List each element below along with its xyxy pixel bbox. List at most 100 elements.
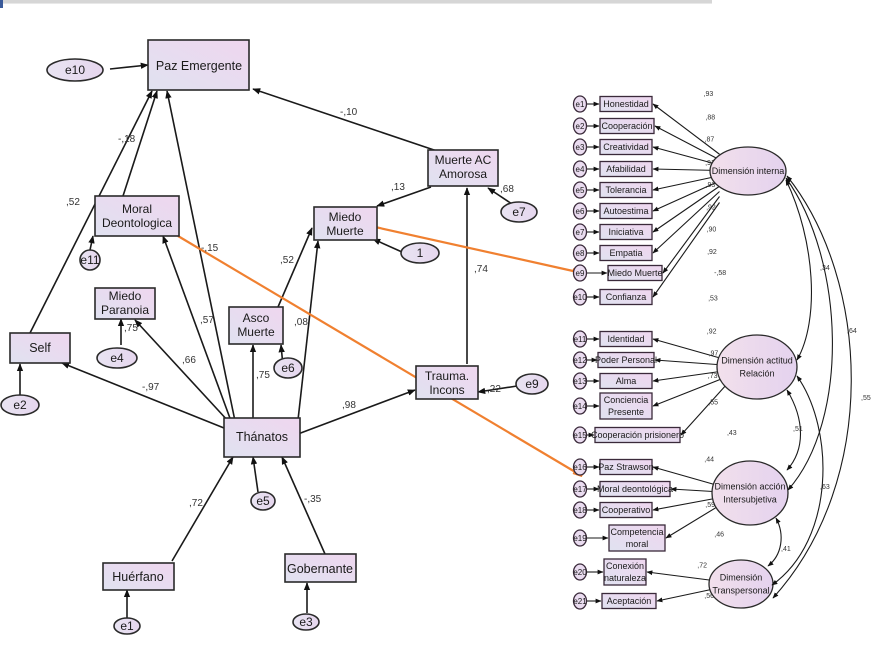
error-e6[interactable]: e6 (273, 357, 303, 379)
indicator-label: Aceptación (607, 596, 652, 606)
loading-edge (654, 357, 728, 366)
indicator-box[interactable]: Cooperativo (599, 501, 653, 519)
indicator-box[interactable]: Moral deontológica (597, 480, 673, 498)
node-muerteac-line2: Amorosa (439, 167, 487, 181)
indicator-label: Afabilidad (606, 164, 646, 174)
error-e11[interactable]: e11 (79, 249, 101, 271)
latent-label: Transpersonal (712, 586, 769, 596)
indicator-error[interactable]: e20 (572, 563, 587, 581)
indicator-error[interactable]: e9 (572, 264, 588, 282)
indicator-box[interactable]: Empatia (599, 244, 653, 262)
error-e1[interactable]: e1 (113, 617, 141, 635)
indicator-box[interactable]: Confianza (599, 288, 653, 306)
indicator-box[interactable]: Cooperación prisionero (591, 426, 684, 444)
latent-label: Dimensión acción (714, 482, 785, 492)
node-thanatos[interactable]: Thánatos (223, 417, 301, 458)
node-self[interactable]: Self (9, 332, 71, 364)
indicator-error[interactable]: e1 (572, 95, 588, 113)
error-e5[interactable]: e5 (250, 491, 276, 511)
indicator-box[interactable]: Identidad (599, 330, 653, 348)
indicator-label: Autoestima (603, 206, 648, 216)
indicator-label: Conexión (606, 561, 644, 571)
indicator-error[interactable]: e7 (572, 223, 588, 241)
loading-edge (654, 125, 720, 161)
covariance-value: ,63 (820, 484, 830, 491)
covariance-value: ,41 (781, 546, 791, 553)
indicator-error[interactable]: e12 (572, 351, 587, 369)
loading-edge (652, 496, 722, 512)
indicator-error[interactable]: e15 (572, 426, 587, 444)
indicator-box[interactable]: Paz Strawson (598, 458, 654, 476)
error-e10[interactable]: e10 (46, 58, 104, 82)
indicator-box[interactable]: Iniciativa (599, 223, 653, 241)
indicator-box[interactable]: Aceptación (601, 592, 657, 610)
edge-thanatos-paz (165, 90, 236, 422)
indicator-error[interactable]: e13 (572, 372, 587, 390)
latent-factor[interactable]: Dimensión interna (709, 146, 787, 196)
loading-edge (652, 466, 722, 488)
indicator-error[interactable]: e14 (572, 397, 587, 415)
loading-edge (652, 103, 720, 155)
loading-value: ,97 (709, 351, 719, 358)
edge-e11-moral (88, 235, 95, 251)
indicator-box[interactable]: Alma (599, 372, 653, 390)
indicator-box[interactable]: Cooperación (599, 117, 655, 135)
loading-edge (680, 383, 728, 436)
error-e7[interactable]: e7 (500, 201, 538, 223)
covariance-actitud-transpersonal (771, 375, 824, 586)
node-paz-emergente[interactable]: Paz Emergente (147, 39, 250, 91)
error-e2[interactable]: e2 (0, 394, 40, 416)
error-one[interactable]: 1 (400, 242, 440, 264)
indicator-error[interactable]: e2 (572, 117, 588, 135)
node-huerfano[interactable]: Huérfano (102, 562, 175, 591)
indicator-box[interactable]: Autoestima (599, 202, 653, 220)
indicator-error[interactable]: e10 (572, 288, 587, 306)
indicator-error[interactable]: e8 (572, 244, 588, 262)
node-miedo-muerte[interactable]: Miedo Muerte (313, 206, 378, 241)
latent-label: Dimensión interna (712, 166, 785, 176)
indicator-error-label: e15 (573, 431, 587, 440)
covariance-value: ,64 (847, 328, 857, 335)
indicator-box[interactable]: Creatividad (599, 138, 653, 156)
indicator-error[interactable]: e19 (572, 529, 587, 547)
coef-moral-paz: -,18 (118, 134, 136, 145)
indicator-box[interactable]: Tolerancia (599, 181, 653, 199)
indicator-error-label: e3 (576, 143, 585, 152)
indicator-box[interactable]: Miedo Muerte (607, 264, 663, 282)
indicator-error[interactable]: e21 (572, 592, 587, 610)
indicator-error[interactable]: e5 (572, 181, 588, 199)
indicator-error[interactable]: e18 (572, 501, 587, 519)
node-moral-deontologica[interactable]: Moral Deontologica (94, 195, 180, 237)
loading-edge (652, 185, 720, 233)
coef-gobernante-thanatos: -,35 (304, 494, 322, 505)
indicator-error[interactable]: e17 (572, 480, 587, 498)
coef-thanatos-moral: ,57 (200, 315, 214, 326)
indicator-box[interactable]: Honestidad (599, 95, 653, 113)
window-left-edge (0, 0, 3, 8)
error-e4[interactable]: e4 (96, 347, 138, 369)
node-trauma-incons[interactable]: Trauma. Incons (415, 365, 479, 400)
node-miedo-paranoia[interactable]: Miedo Paranoia (94, 287, 156, 320)
error-e3[interactable]: e3 (292, 613, 320, 631)
indicator-error-label: e4 (576, 165, 585, 174)
loading-value: -,58 (714, 270, 726, 277)
node-asco-muerte[interactable]: Asco Muerte (228, 306, 284, 345)
indicator-error[interactable]: e4 (572, 160, 588, 178)
indicator-label: moral (626, 539, 649, 549)
indicator-box[interactable]: Poder Personal (595, 351, 657, 369)
node-muerte-ac-amorosa[interactable]: Muerte AC Amorosa (427, 149, 499, 187)
indicator-error[interactable]: e11 (572, 330, 588, 348)
indicator-error[interactable]: e16 (572, 458, 587, 476)
node-gobernante[interactable]: Gobernante (284, 553, 357, 583)
edge-thanatos-paranoia (134, 319, 230, 423)
indicator-error[interactable]: e6 (572, 202, 588, 220)
error-e9[interactable]: e9 (515, 373, 549, 395)
indicator-box[interactable]: Afabilidad (599, 160, 653, 178)
indicator-error[interactable]: e3 (572, 138, 588, 156)
